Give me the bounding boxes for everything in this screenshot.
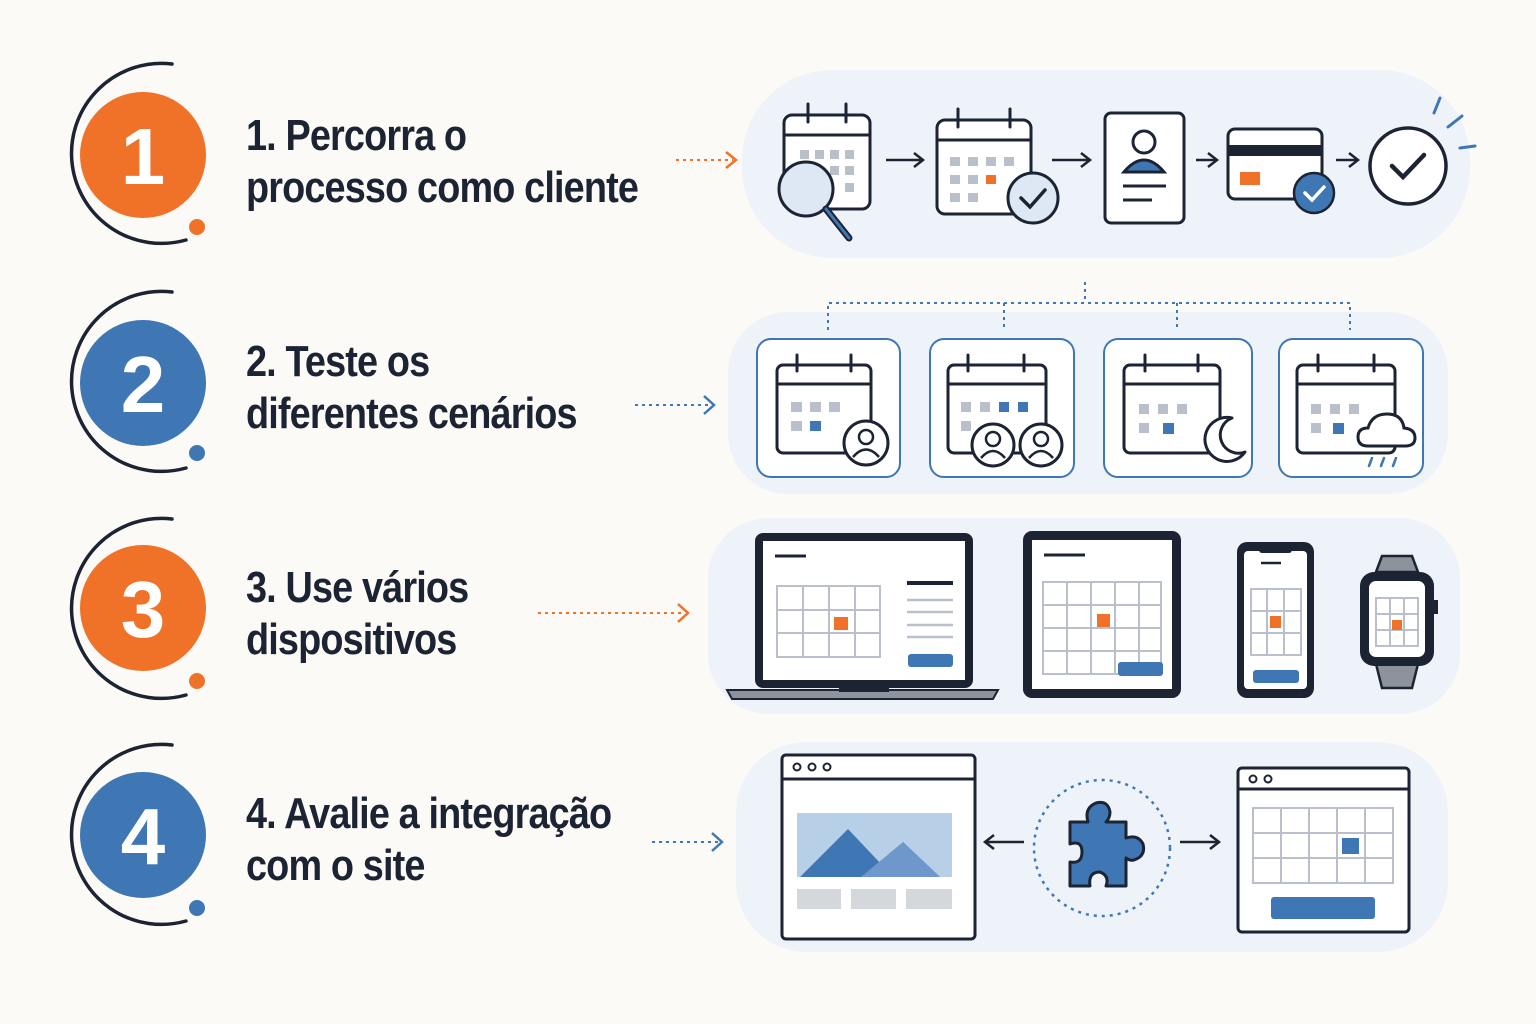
step-2-illustration — [728, 282, 1448, 494]
step-4-title: 4. Avalie a integração com o site — [246, 788, 612, 892]
laptop-icon — [725, 533, 1000, 700]
step-2-title-line2: diferentes cenários — [246, 389, 578, 438]
step-2-number: 2 — [121, 340, 166, 429]
step-3-title: 3. Use vários dispositivos — [246, 562, 469, 666]
step-2-ring-arc — [69, 289, 188, 474]
step-4-illustration — [736, 742, 1448, 952]
connector-arrow-1 — [676, 151, 739, 169]
calendar-weather-icon — [1278, 338, 1424, 478]
success-check-icon — [1368, 96, 1477, 206]
step-3-number: 3 — [121, 565, 166, 654]
arrow-right-icon — [1336, 152, 1361, 168]
step-3-illustration — [708, 518, 1460, 714]
bidirectional-arrow-icon — [982, 834, 1222, 850]
calendar-night-icon — [1103, 338, 1253, 478]
calendar-group-users-icon — [929, 338, 1075, 478]
step-4-number: 4 — [121, 792, 166, 881]
step-2-ring-dot — [189, 445, 205, 461]
puzzle-piece-icon — [1032, 778, 1172, 918]
scenario-branch-lines — [827, 282, 1351, 330]
step-1-badge: 1 — [69, 61, 206, 246]
step-2-title: 2. Teste os diferentes cenários — [246, 336, 578, 440]
connector-arrow-3 — [538, 603, 690, 623]
booking-widget-icon — [1236, 766, 1411, 934]
step-1-title-line1: 1. Percorra o — [246, 111, 467, 160]
step-3-ring-arc — [69, 516, 188, 701]
tablet-icon — [1023, 531, 1181, 698]
arrow-right-icon — [886, 152, 926, 168]
step-3-title-line2: dispositivos — [246, 615, 457, 664]
step-2-panel — [728, 312, 1448, 494]
arrow-right-icon — [1196, 152, 1220, 168]
step-badges: 1 2 3 4 — [69, 61, 206, 927]
smartphone-icon — [1237, 542, 1314, 698]
smartwatch-icon — [1360, 554, 1438, 690]
step-4-number-circle — [80, 772, 206, 898]
step-2-badge: 2 — [69, 289, 206, 474]
step-1-ring-dot — [189, 219, 205, 235]
calendar-check-icon — [935, 107, 1060, 225]
payment-card-check-icon — [1226, 127, 1336, 215]
step-3-number-circle — [80, 545, 206, 671]
step-4-badge: 4 — [69, 742, 206, 927]
step-3-badge: 3 — [69, 516, 206, 701]
step-1-number: 1 — [121, 112, 166, 201]
step-1-ring-arc — [69, 61, 188, 246]
step-3-ring-dot — [189, 673, 205, 689]
step-4-title-line2: com o site — [246, 841, 425, 890]
arrow-right-icon — [1052, 152, 1093, 168]
step-2-title-line1: 2. Teste os — [246, 337, 430, 386]
step-3-title-line1: 3. Use vários — [246, 563, 469, 612]
calendar-search-icon — [777, 102, 872, 242]
connector-arrow-4 — [652, 832, 724, 852]
contact-form-icon — [1103, 111, 1186, 225]
step-1-illustration — [742, 70, 1477, 258]
step-2-number-circle — [80, 320, 206, 446]
calendar-single-user-icon — [756, 338, 901, 478]
step-1-title: 1. Percorra o processo como cliente — [246, 110, 639, 214]
step-1-number-circle — [80, 92, 206, 218]
step-4-ring-dot — [189, 900, 205, 916]
step-4-title-line1: 4. Avalie a integração — [246, 789, 612, 838]
step-4-ring-arc — [69, 742, 188, 927]
website-window-icon — [780, 753, 977, 941]
step-1-title-line2: processo como cliente — [246, 163, 639, 212]
connector-arrow-2 — [635, 395, 716, 415]
